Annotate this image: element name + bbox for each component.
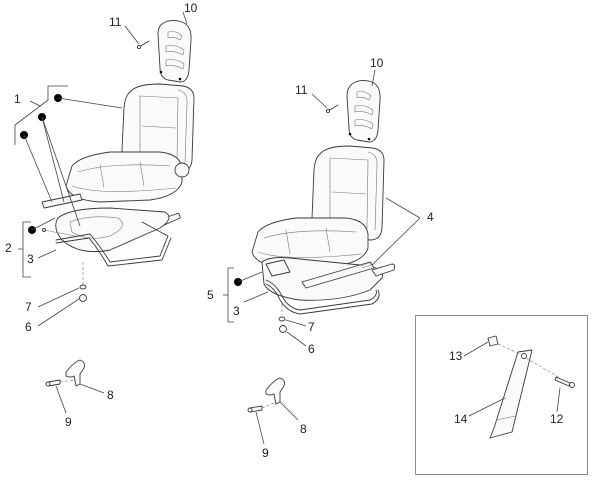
- right-bracket-5: [223, 267, 269, 323]
- right-seat-back: [311, 145, 385, 241]
- left-screw-11: [124, 25, 150, 50]
- label-12: 12: [550, 412, 564, 426]
- right-screw-11: [311, 93, 339, 114]
- left-base-frame-3: [55, 221, 172, 267]
- label-10-left: 10: [184, 1, 198, 15]
- right-leader-4: [371, 197, 421, 266]
- inset-box: [415, 315, 588, 475]
- left-seat-base-plate: [42, 207, 170, 253]
- label-11-left: 11: [109, 15, 122, 29]
- left-bracket-2: [18, 217, 57, 278]
- left-lever: [45, 359, 105, 414]
- label-13: 13: [449, 349, 463, 363]
- left-bracket-1: [14, 85, 123, 227]
- right-base-frame-3: [265, 279, 380, 315]
- label-1: 1: [14, 92, 21, 106]
- label-2: 2: [5, 241, 12, 255]
- label-8-left: 8: [107, 388, 114, 402]
- right-lever: [247, 377, 299, 445]
- label-4: 4: [427, 210, 434, 224]
- label-3-right: 3: [233, 304, 240, 318]
- left-seat-cushion: [65, 151, 190, 203]
- inset-strap-bracket: [463, 335, 575, 439]
- label-9-left: 9: [65, 415, 72, 429]
- label-6-left: 6: [25, 320, 32, 334]
- right-washer-nut: [278, 304, 307, 347]
- right-seat-base: [261, 257, 396, 301]
- label-5: 5: [207, 288, 214, 302]
- right-headrest-panel: [346, 79, 381, 143]
- label-11-right: 11: [295, 83, 308, 97]
- label-8-right: 8: [300, 422, 307, 436]
- label-3-left: 3: [27, 252, 34, 266]
- label-14: 14: [454, 412, 468, 426]
- label-9-right: 9: [262, 446, 269, 460]
- left-washer-nut: [37, 262, 87, 327]
- label-6-right: 6: [308, 342, 315, 356]
- left-headrest-panel: [157, 19, 192, 83]
- label-7-left: 7: [25, 300, 32, 314]
- label-10-right: 10: [370, 56, 384, 70]
- label-7-right: 7: [308, 320, 315, 334]
